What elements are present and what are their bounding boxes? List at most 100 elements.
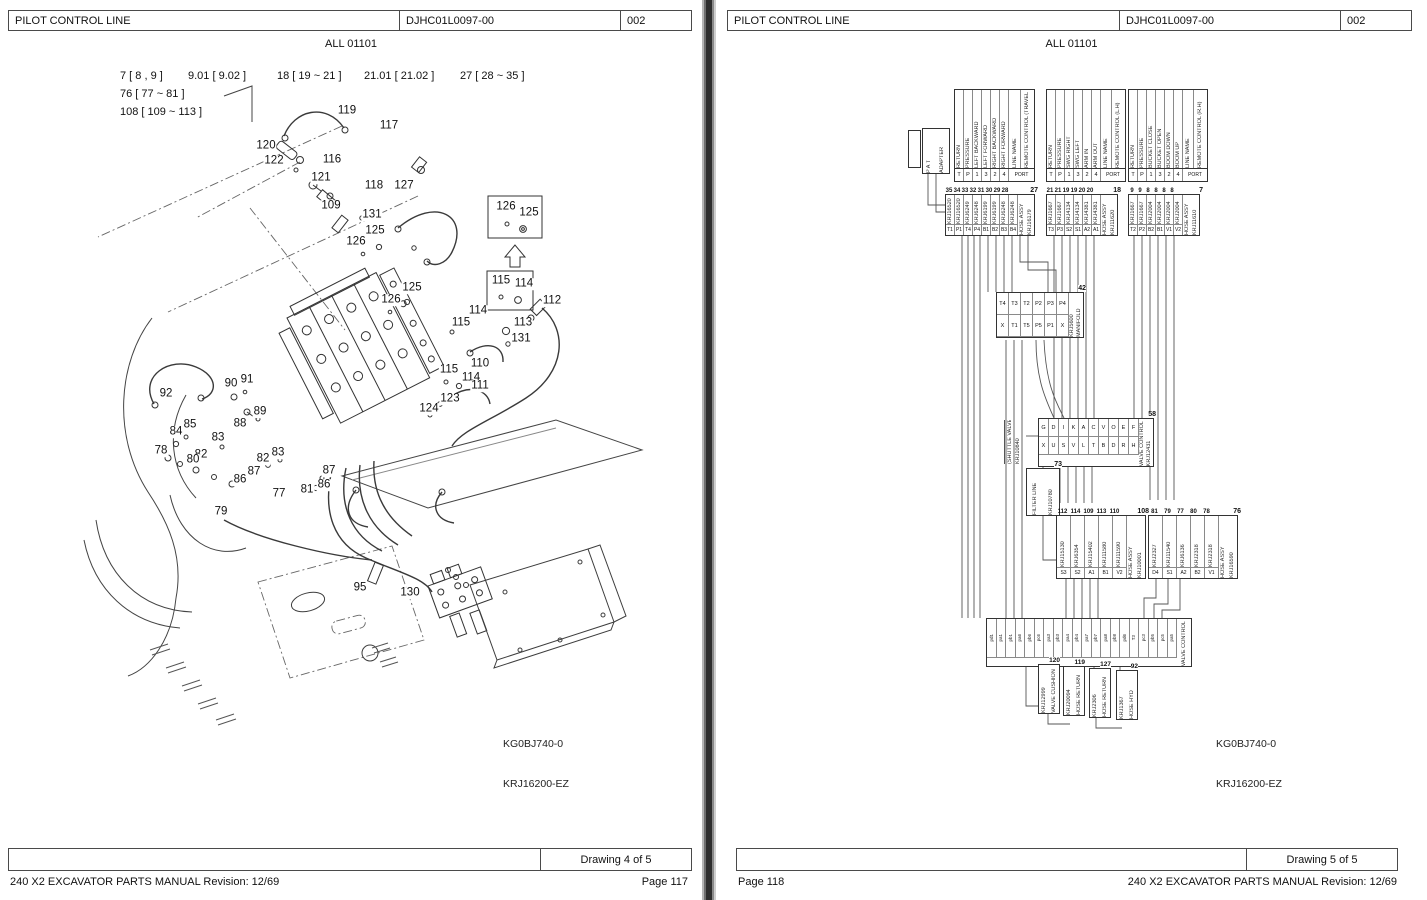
callout-number: 8 (1170, 188, 1174, 194)
port-cell: 4 (1174, 169, 1183, 181)
valve-port: T (1089, 437, 1099, 455)
part-callout: 127 (393, 179, 415, 192)
manifold-port: P1 (1045, 315, 1057, 337)
drawing-index: Drawing 5 of 5 (1246, 849, 1397, 870)
callout-number: 19 (1062, 188, 1070, 194)
part-callout: 78 (153, 444, 169, 457)
page-118: PILOT CONTROL LINE DJHC01L0097-00 002 AL… (716, 0, 1427, 900)
port-cell: 1 (1065, 169, 1074, 181)
shuttle-valve-note: (SHUTTLE VALVE) KRJ10840 (1004, 420, 1022, 464)
model-code: ALL 01101 (325, 38, 377, 50)
port-cell: T (1129, 169, 1138, 181)
pilot-port-cell: pa3 (1044, 619, 1054, 658)
page-number: Page 118 (738, 876, 785, 888)
callout-number: 20 (1086, 188, 1094, 194)
callout-number: 78 (1203, 509, 1210, 515)
pilot-port-cell: pa5 (1167, 619, 1177, 658)
title-block: PILOT CONTROL LINE DJHC01L0097-00 002 (8, 10, 692, 31)
drawing-number: DJHC01L0097-00 (400, 11, 621, 30)
part-callout: 110 (469, 357, 491, 370)
line-name-cell: BOOM UP (1174, 90, 1183, 168)
part-callout: 121 (310, 171, 332, 184)
part-callout: 126 (495, 200, 517, 213)
part-callout: 126 (380, 293, 402, 306)
pilot-port-cell: T3 (1129, 619, 1139, 658)
port-cell: P (964, 169, 973, 181)
pilot-port-cell: pb6 (1025, 619, 1035, 658)
callout-number: 32 (969, 188, 977, 194)
valve-port: H (1129, 437, 1139, 455)
part-callout: 83 (270, 446, 286, 459)
part-callout: 125 (364, 224, 386, 237)
line-name-cell: LEFT FORWARD (982, 90, 991, 168)
part-callout: 82 (255, 452, 271, 465)
bottom-component-box: 127 KRJ2306 HOSE RETURN (1089, 661, 1111, 718)
manifold-port: T1 (1009, 315, 1021, 337)
port-cell: T (955, 169, 964, 181)
group-ref: 21.01 [ 21.02 ] (364, 70, 435, 82)
pilot-port-cell: pa8 (1101, 619, 1111, 658)
sheet-number: 002 (1347, 14, 1366, 27)
pilot-port-cell: pd6 (1120, 619, 1130, 658)
port-cell: 3 (1156, 169, 1165, 181)
part-callout: 120 (255, 139, 277, 152)
line-name-cell: ARM OUT (1092, 90, 1101, 168)
callout-number: 8 (1154, 188, 1158, 194)
line-name-cell: RETURN (1129, 90, 1138, 168)
line-name-cell: ARM IN (1083, 90, 1092, 168)
port-cell: T (1047, 169, 1056, 181)
page-117: PILOT CONTROL LINE DJHC01L0097-00 002 AL… (0, 0, 702, 900)
footer-bar: Drawing 5 of 5 (736, 848, 1398, 871)
part-callout: 81 (299, 483, 315, 496)
title-block: PILOT CONTROL LINE DJHC01L0097-00 002 (727, 10, 1412, 31)
drawing-code: KG0BJ740-0 KRJ16200-EZ (1216, 738, 1282, 790)
exploded-diagram (83, 85, 644, 726)
pilot-port-cell: pa7 (1082, 619, 1092, 658)
part-callout: 112 (541, 294, 563, 307)
manifold-port: T4 (997, 293, 1009, 315)
line-name-cell: PRESSURE (1056, 90, 1065, 168)
pilot-port-cell: pb7 (1091, 619, 1101, 658)
part-callout: 126 (345, 235, 367, 248)
port-cell: P (1138, 169, 1147, 181)
valve-port: E (1119, 419, 1129, 437)
part-callout: 90 (223, 377, 239, 390)
part-callout: 117 (378, 119, 400, 132)
part-callout: 87 (321, 464, 337, 477)
bottom-component-box: 92 KRJ1367 HOSE HYD (1116, 663, 1138, 720)
callout-number: 77 (1177, 509, 1184, 515)
page-title: PILOT CONTROL LINE (9, 11, 400, 30)
part-callout: 114 (467, 304, 489, 317)
part-callout: 85 (182, 418, 198, 431)
adapter-ports: P A T (926, 160, 933, 173)
model-code: ALL 01101 (1045, 38, 1098, 50)
port-cell: 3 (1074, 169, 1083, 181)
part-callout: 115 (438, 363, 460, 376)
port-cell: 2 (1083, 169, 1092, 181)
group-ref: 76 [ 77 ~ 81 ] (120, 88, 185, 100)
part-callout: 131 (510, 332, 532, 345)
part-callout: 77 (271, 487, 287, 500)
callout-number: 80 (1190, 509, 1197, 515)
part-callout: 113 (512, 316, 534, 329)
manifold-port: T2 (1021, 293, 1033, 315)
pilot-port-cell: pc6 (1034, 619, 1044, 658)
filter-line-box: FILTER LINE KRJ10780 73 (1026, 461, 1062, 516)
